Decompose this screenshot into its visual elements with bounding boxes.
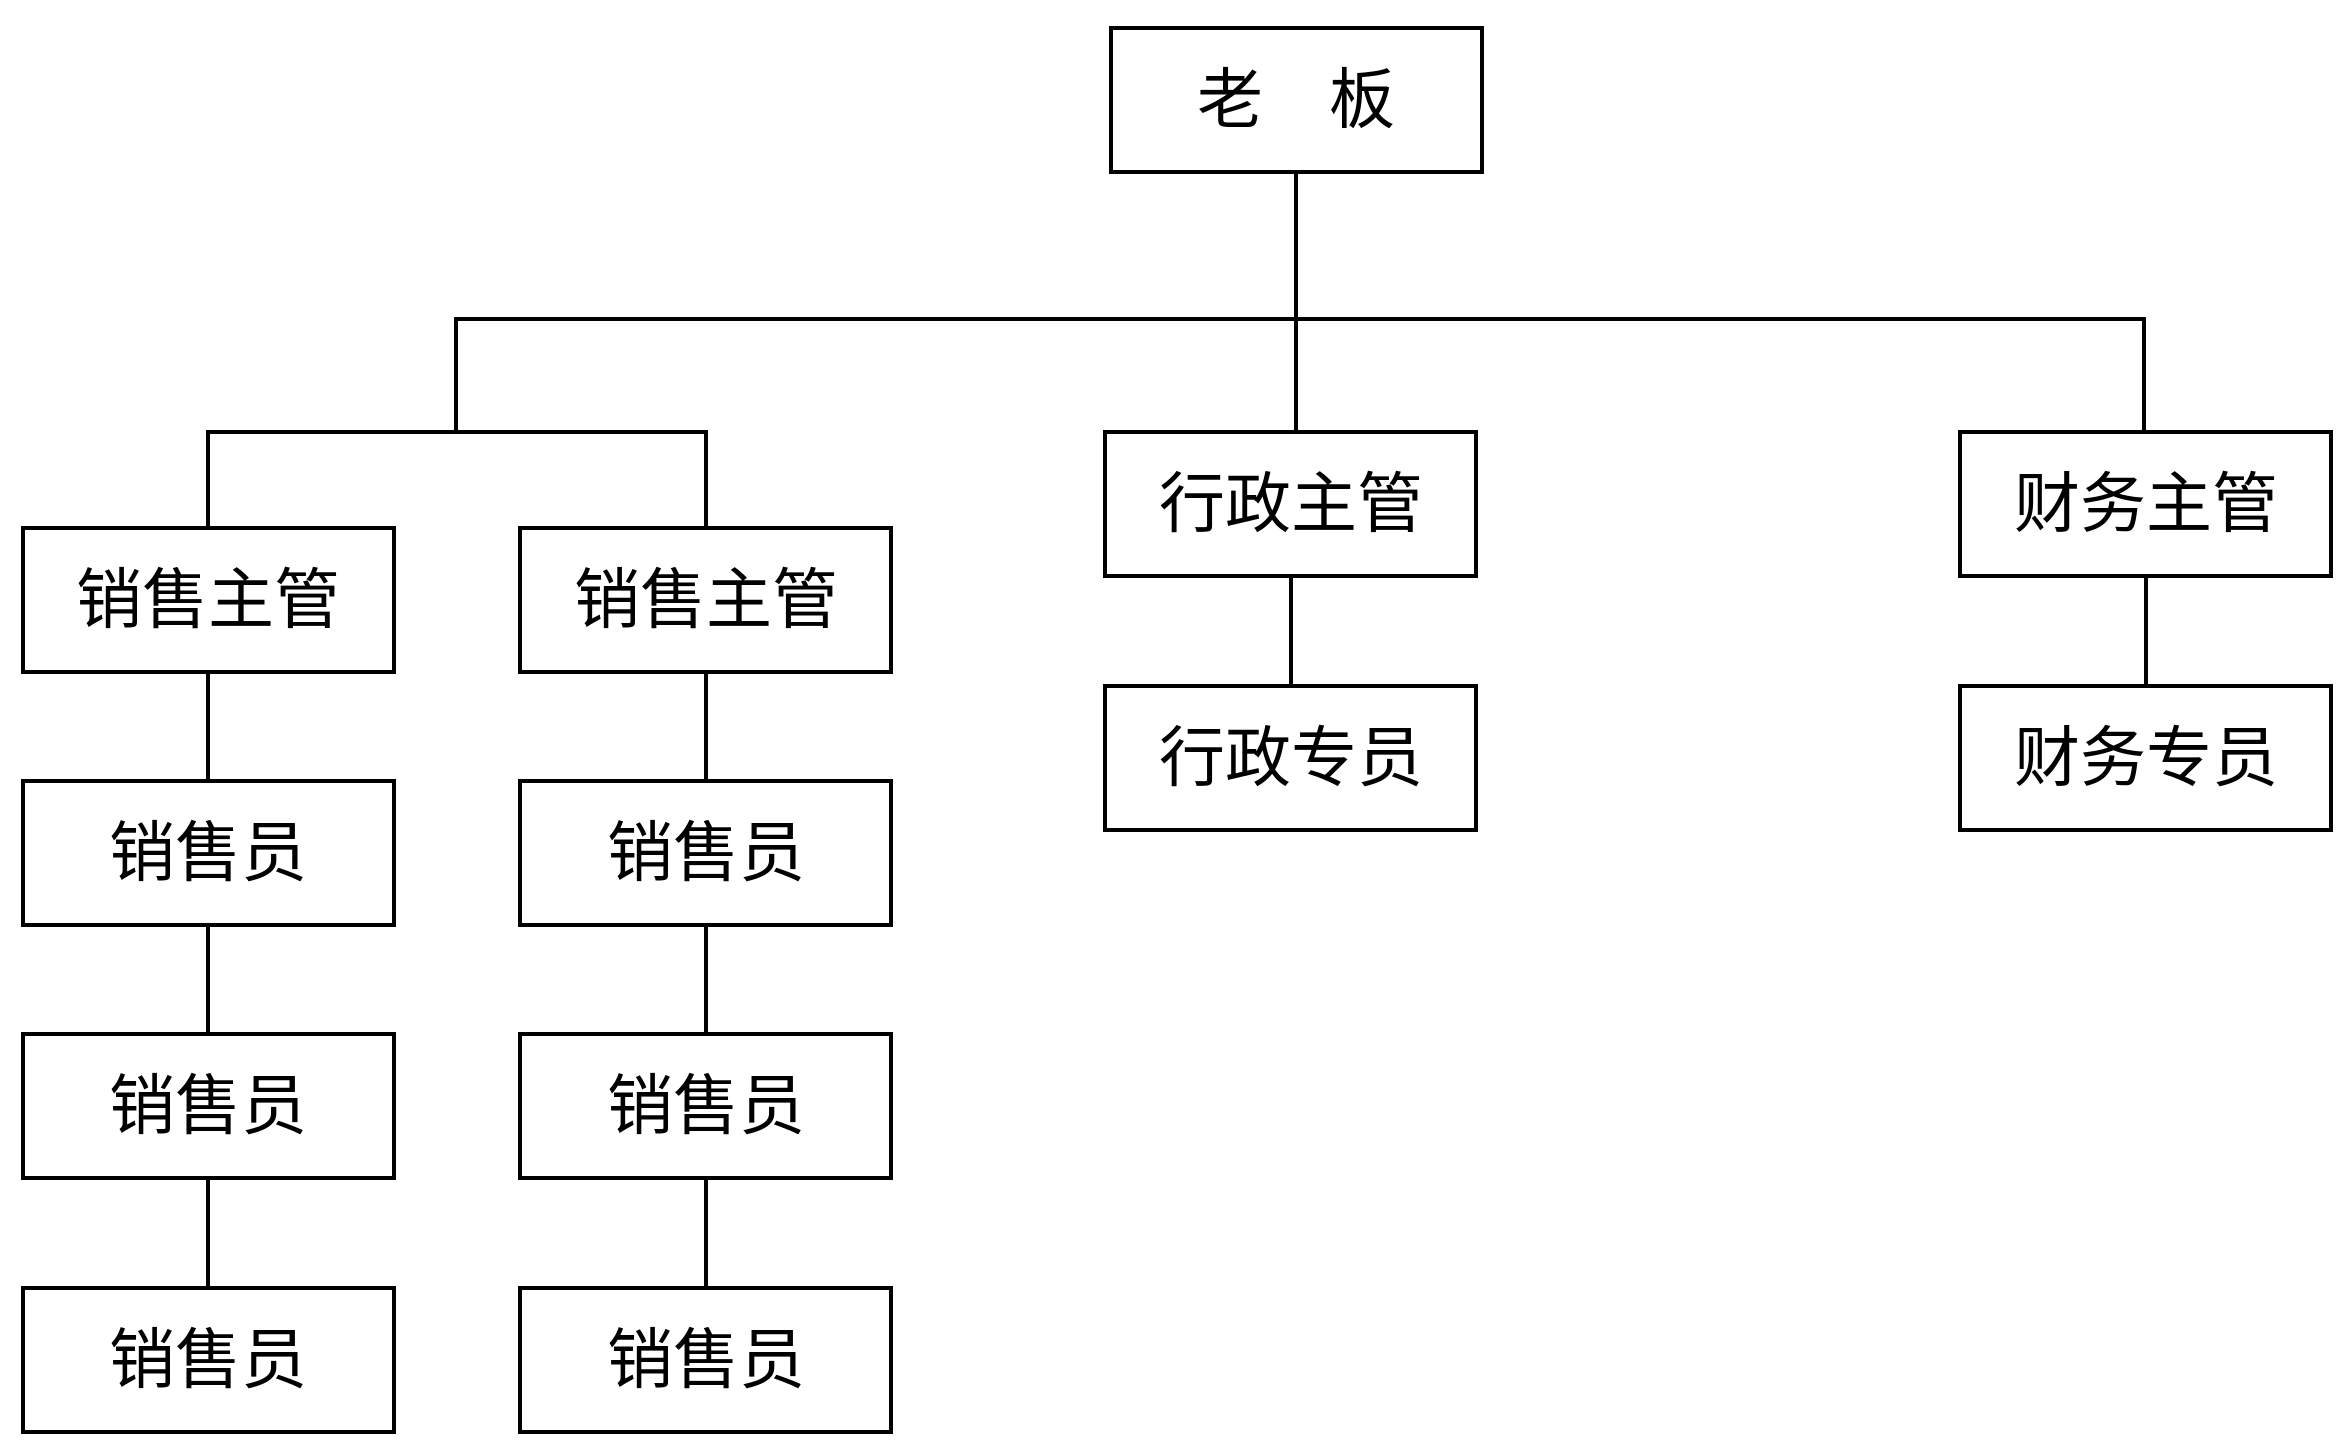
node-box (1958, 430, 2333, 578)
node-admin-manager-label: 行政主管 (1159, 466, 1423, 543)
node-box (21, 779, 396, 927)
node-box (518, 1286, 893, 1434)
node-salesperson-1-3: 销售员 (21, 1286, 396, 1434)
node-admin-staff-label: 行政专员 (1159, 720, 1423, 797)
node-salesperson-1-2-label: 销售员 (109, 1068, 307, 1145)
node-finance-manager-label: 财务主管 (2014, 466, 2278, 543)
node-admin-manager: 行政主管 (1103, 430, 1478, 578)
node-sales-manager-2: 销售主管 (518, 526, 893, 674)
node-boss-label: 老 板 (1197, 62, 1395, 139)
node-boss: 老 板 (1109, 26, 1484, 174)
node-salesperson-1-1: 销售员 (21, 779, 396, 927)
node-box (518, 526, 893, 674)
node-box (518, 779, 893, 927)
node-salesperson-1-2: 销售员 (21, 1032, 396, 1180)
node-admin-staff: 行政专员 (1103, 684, 1478, 832)
node-sales-manager-2-label: 销售主管 (574, 562, 838, 639)
node-finance-staff-label: 财务专员 (2014, 720, 2278, 797)
node-salesperson-2-2-label: 销售员 (607, 1068, 805, 1145)
node-salesperson-2-1-label: 销售员 (607, 815, 805, 892)
node-box (518, 1032, 893, 1180)
node-finance-staff: 财务专员 (1958, 684, 2333, 832)
node-box (1958, 684, 2333, 832)
node-salesperson-2-2: 销售员 (518, 1032, 893, 1180)
node-sales-manager-1-label: 销售主管 (76, 562, 340, 639)
node-salesperson-1-3-label: 销售员 (109, 1322, 307, 1399)
node-box (21, 526, 396, 674)
node-salesperson-2-3-label: 销售员 (607, 1322, 805, 1399)
node-box (1103, 684, 1478, 832)
node-box (1109, 26, 1484, 174)
node-salesperson-2-3: 销售员 (518, 1286, 893, 1434)
node-salesperson-2-1: 销售员 (518, 779, 893, 927)
node-box (1103, 430, 1478, 578)
connector-lines (206, 170, 2148, 1290)
node-salesperson-1-1-label: 销售员 (109, 815, 307, 892)
node-box (21, 1286, 396, 1434)
node-box (21, 1032, 396, 1180)
node-finance-manager: 财务主管 (1958, 430, 2333, 578)
node-sales-manager-1: 销售主管 (21, 526, 396, 674)
